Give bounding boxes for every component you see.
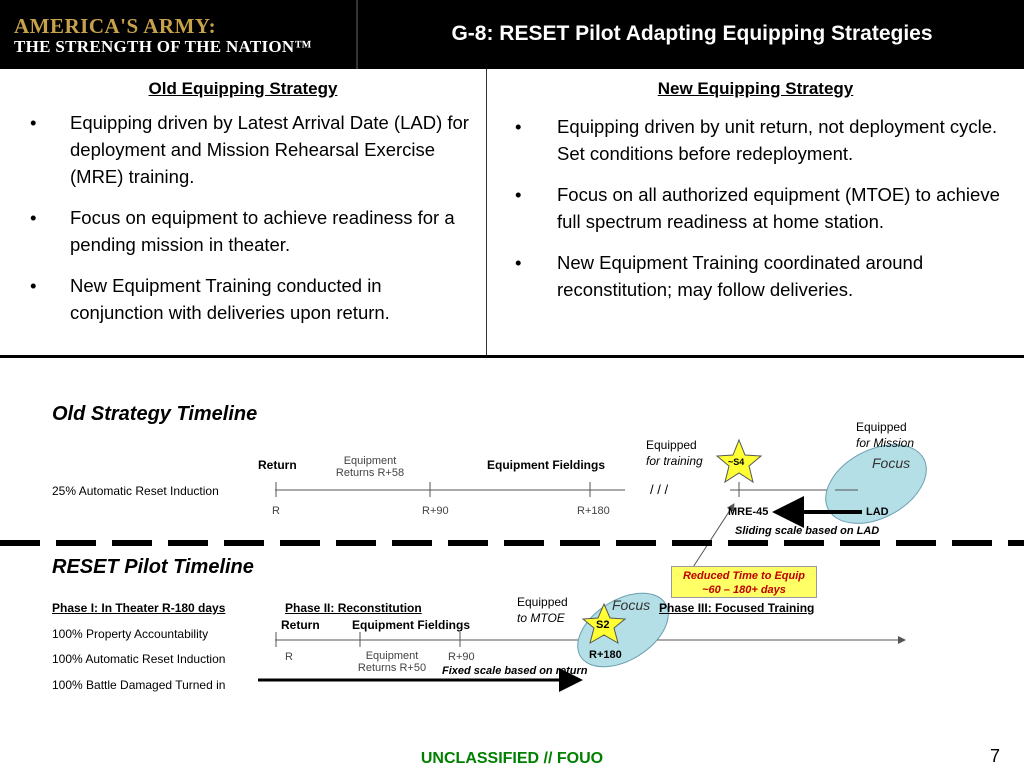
mre-label: MRE-45 — [728, 506, 769, 518]
old-induction-label: 25% Automatic Reset Induction — [52, 484, 219, 498]
pilot-equip-returns-line2: Returns R+50 — [357, 662, 427, 674]
equipped-training-label: Equipped for training — [646, 437, 703, 469]
sliding-scale-note: Sliding scale based on LAD — [735, 525, 880, 537]
old-return-label: Return — [258, 458, 297, 472]
phase-3-label: Phase III: Focused Training — [659, 601, 815, 615]
section-divider — [0, 355, 1024, 358]
pilot-equip-returns-line1: Equipment — [365, 650, 419, 662]
equipped-mtoe-line2: to MTOE — [517, 611, 565, 625]
pilot-fieldings-label: Equipment Fieldings — [352, 618, 471, 632]
s2-star — [581, 602, 627, 645]
army-logo: AMERICA'S ARMY: THE STRENGTH OF THE NATI… — [0, 0, 358, 69]
old-strategy-list: Equipping driven by Latest Arrival Date … — [30, 109, 480, 340]
equipped-mission-line2: for Mission — [856, 436, 915, 450]
lad-label: LAD — [866, 506, 889, 518]
new-strategy-bullet: Equipping driven by unit return, not dep… — [515, 113, 1019, 167]
pilot-focus-label: Focus — [612, 597, 651, 613]
old-focus-label: Focus — [872, 455, 911, 471]
callout-line1: Reduced Time to Equip — [682, 570, 806, 582]
logo-line-2: THE STRENGTH OF THE NATION™ — [14, 37, 312, 56]
s2-star-label: S2 — [596, 619, 610, 631]
equipped-mission-line1: Equipped — [856, 420, 907, 434]
s4-star — [715, 438, 763, 484]
property-accountability: 100% Property Accountability — [52, 627, 209, 641]
slide-title: G-8: RESET Pilot Adapting Equipping Stra… — [451, 22, 933, 45]
equipped-mtoe-line1: Equipped — [517, 595, 568, 609]
pilot-tick-r90-label: R+90 — [448, 651, 475, 663]
old-strategy-bullet: New Equipment Training conducted in conj… — [30, 272, 480, 326]
classification-marking: UNCLASSIFIED // FOUO — [420, 750, 604, 767]
callout-line2: ~60 – 180+ days — [702, 584, 786, 596]
pilot-r180-label: R+180 — [589, 649, 622, 661]
old-equip-returns-line2: Returns R+58 — [335, 467, 405, 479]
phase-1-label: Phase I: In Theater R-180 days — [52, 601, 226, 615]
old-tick-r-label: R — [272, 505, 280, 517]
pilot-equip-returns: Equipment Returns R+50 — [352, 650, 432, 674]
equipped-training-line1: Equipped — [646, 438, 697, 452]
old-strategy-heading: Old Equipping Strategy — [148, 79, 338, 98]
new-strategy-heading: New Equipping Strategy — [657, 79, 854, 98]
fixed-scale-note: Fixed scale based on return — [442, 665, 588, 677]
battle-damaged-turned-in: 100% Battle Damaged Turned in — [52, 678, 226, 692]
equipped-training-line2: for training — [646, 454, 703, 468]
pilot-induction: 100% Automatic Reset Induction — [52, 652, 226, 666]
pilot-tick-r-label: R — [285, 651, 293, 663]
old-strategy-bullet: Equipping driven by Latest Arrival Date … — [30, 109, 480, 190]
new-strategy-bullet: New Equipment Training coordinated aroun… — [515, 249, 1019, 303]
old-timeline-title: Old Strategy Timeline — [52, 403, 258, 425]
old-strategy-bullet: Focus on equipment to achieve readiness … — [30, 204, 480, 258]
old-equip-returns-line1: Equipment — [343, 455, 397, 467]
old-fieldings-label: Equipment Fieldings — [487, 458, 606, 472]
pilot-return-label: Return — [281, 618, 320, 632]
slide-header: AMERICA'S ARMY: THE STRENGTH OF THE NATI… — [0, 0, 1024, 69]
s4-star-label: ~S4 — [728, 457, 745, 467]
old-equip-returns: Equipment Returns R+58 — [330, 455, 410, 479]
new-strategy-bullet: Focus on all authorized equipment (MTOE)… — [515, 181, 1019, 235]
timeline-break-marks: / / / — [650, 482, 669, 497]
page-number: 7 — [990, 746, 1001, 766]
reduced-time-callout: Reduced Time to Equip ~60 – 180+ days — [671, 566, 817, 598]
new-strategy-list: Equipping driven by unit return, not dep… — [515, 113, 1019, 317]
old-tick-r180-label: R+180 — [577, 505, 610, 517]
old-tick-r90-label: R+90 — [422, 505, 449, 517]
phase-2-label: Phase II: Reconstitution — [285, 601, 422, 615]
logo-line-1: AMERICA'S ARMY: — [14, 14, 217, 38]
equipped-mission-label: Equipped for Mission — [856, 419, 914, 451]
column-divider — [486, 69, 487, 357]
equipped-mtoe-label: Equipped to MTOE — [517, 594, 568, 626]
pilot-timeline-title: RESET Pilot Timeline — [52, 556, 254, 578]
old-focus-ellipse — [825, 444, 927, 524]
